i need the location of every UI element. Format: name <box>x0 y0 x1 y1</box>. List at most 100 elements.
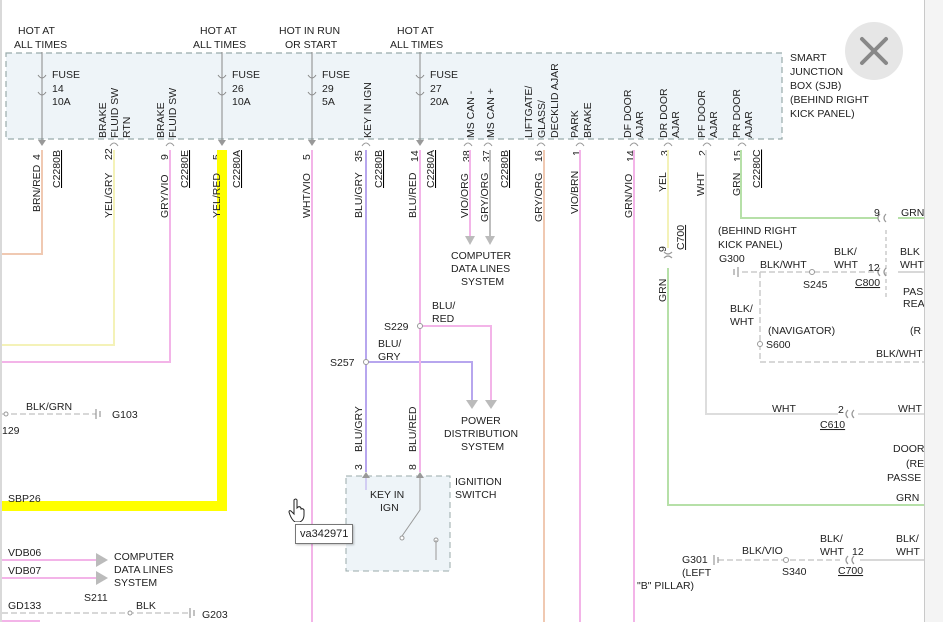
svg-text:FUSE: FUSE <box>232 69 260 81</box>
svg-text:BLU/GRY: BLU/GRY <box>353 406 365 452</box>
svg-text:PF DOOR: PF DOOR <box>696 90 708 138</box>
svg-text:IGN: IGN <box>380 502 399 514</box>
svg-text:GRY/ORG: GRY/ORG <box>479 173 491 222</box>
svg-text:BRAKE: BRAKE <box>97 102 109 138</box>
svg-text:12: 12 <box>868 262 880 274</box>
connector-ids: C2280B C2280E C2280A C2280B C2280A C2280… <box>51 149 763 188</box>
svg-text:37: 37 <box>481 150 493 162</box>
svg-text:C2280B: C2280B <box>51 150 63 188</box>
svg-text:BRAKE: BRAKE <box>582 102 594 138</box>
svg-text:(BEHIND RIGHT: (BEHIND RIGHT <box>718 225 797 237</box>
svg-text:10A: 10A <box>232 96 251 108</box>
svg-text:BOX (SJB): BOX (SJB) <box>790 80 841 92</box>
svg-text:5: 5 <box>301 154 313 160</box>
svg-text:YEL/GRY: YEL/GRY <box>103 173 115 218</box>
viewer-left-edge <box>0 0 2 622</box>
svg-text:AJAR: AJAR <box>670 111 682 138</box>
svg-text:3: 3 <box>353 464 365 470</box>
svg-text:WHT: WHT <box>730 316 754 328</box>
svg-text:C2280A: C2280A <box>425 150 437 188</box>
svg-text:S229: S229 <box>384 321 409 333</box>
svg-text:C2280E: C2280E <box>179 150 191 188</box>
svg-text:WHT/VIO: WHT/VIO <box>301 173 313 218</box>
svg-text:GRY/VIO: GRY/VIO <box>159 174 171 218</box>
svg-text:5A: 5A <box>322 96 335 108</box>
svg-text:BLU/: BLU/ <box>432 300 455 312</box>
svg-text:YEL/RED: YEL/RED <box>211 173 223 218</box>
svg-text:AJAR: AJAR <box>743 111 755 138</box>
svg-text:VIO/BRN: VIO/BRN <box>569 171 581 214</box>
svg-text:38: 38 <box>461 150 473 162</box>
svg-text:BLU/RED: BLU/RED <box>407 406 419 452</box>
svg-text:20A: 20A <box>430 96 449 108</box>
ground-symbols <box>95 267 739 618</box>
svg-text:G103: G103 <box>112 409 138 421</box>
svg-text:WHT: WHT <box>900 259 924 271</box>
svg-text:C2280C: C2280C <box>751 149 763 188</box>
close-button[interactable] <box>845 22 903 80</box>
svg-text:SYSTEM: SYSTEM <box>461 276 504 288</box>
hot-label: HOT AT <box>397 25 435 37</box>
svg-text:KEY IN IGN: KEY IN IGN <box>362 82 374 138</box>
svg-text:BLU/RED: BLU/RED <box>407 172 419 218</box>
svg-text:S245: S245 <box>803 279 828 291</box>
svg-text:WHT: WHT <box>898 403 922 415</box>
svg-text:LIFTGATE/: LIFTGATE/ <box>523 86 535 138</box>
svg-text:2: 2 <box>838 404 844 416</box>
svg-text:3: 3 <box>659 150 671 156</box>
svg-text:BLK: BLK <box>900 246 920 258</box>
svg-text:G203: G203 <box>202 609 228 621</box>
svg-text:9: 9 <box>657 246 669 252</box>
inline-connectors <box>663 213 887 565</box>
svg-text:29: 29 <box>322 83 334 95</box>
hot-label: HOT AT <box>18 25 56 37</box>
smart-junction-box <box>5 52 783 140</box>
svg-text:35: 35 <box>353 150 365 162</box>
svg-text:SBP26: SBP26 <box>8 493 41 505</box>
svg-text:FUSE: FUSE <box>322 69 350 81</box>
hot-label: HOT AT <box>200 25 238 37</box>
terminal-cups <box>109 142 747 147</box>
svg-text:BLU/: BLU/ <box>378 338 401 350</box>
svg-text:IGNITION: IGNITION <box>455 476 502 488</box>
svg-text:(BEHIND RIGHT: (BEHIND RIGHT <box>790 94 869 106</box>
svg-text:27: 27 <box>430 83 442 95</box>
svg-text:4: 4 <box>31 154 43 160</box>
svg-text:BLK/: BLK/ <box>820 533 843 545</box>
svg-text:GRN: GRN <box>901 207 924 219</box>
svg-text:PAS: PAS <box>903 286 923 298</box>
hot-label: ALL TIMES <box>390 39 443 51</box>
svg-text:16: 16 <box>533 150 545 162</box>
svg-text:FLUID SW: FLUID SW <box>109 88 121 138</box>
run-label: HOT IN RUN <box>279 25 340 37</box>
svg-text:SWITCH: SWITCH <box>455 489 496 501</box>
svg-text:MS CAN +: MS CAN + <box>485 88 497 138</box>
svg-text:1: 1 <box>571 150 583 156</box>
svg-text:9: 9 <box>159 154 171 160</box>
pin-numbers: 4 22 9 5 5 35 14 38 37 16 1 14 3 2 15 <box>31 148 744 162</box>
svg-text:GRN: GRN <box>731 173 743 196</box>
svg-text:RED: RED <box>432 313 455 325</box>
svg-text:YEL: YEL <box>657 172 669 192</box>
svg-text:BLK/GRN: BLK/GRN <box>26 401 72 413</box>
svg-text:FUSE: FUSE <box>52 69 80 81</box>
svg-text:C2280A: C2280A <box>231 150 243 188</box>
svg-text:GRN: GRN <box>896 492 919 504</box>
svg-text:WHT: WHT <box>834 259 858 271</box>
svg-text:S600: S600 <box>766 339 791 351</box>
svg-text:VDB07: VDB07 <box>8 565 41 577</box>
diagram-labels: COMPUTER DATA LINES SYSTEM BLU/ RED S229… <box>2 207 924 621</box>
svg-text:(RE: (RE <box>906 458 924 470</box>
close-icon <box>860 37 888 65</box>
svg-text:"B" PILLAR): "B" PILLAR) <box>637 580 694 592</box>
svg-text:DATA LINES: DATA LINES <box>451 263 510 275</box>
svg-text:BRAKE: BRAKE <box>155 102 167 138</box>
svg-text:VDB06: VDB06 <box>8 547 41 559</box>
svg-text:MS CAN -: MS CAN - <box>465 90 477 138</box>
svg-text:8: 8 <box>407 464 419 470</box>
wire-color-labels: BRN/RED YEL/GRY GRY/VIO YEL/RED WHT/VIO … <box>31 164 743 222</box>
sjb-circuit-labels: BRAKE FLUID SW RTN BRAKE FLUID SW KEY IN… <box>97 63 755 138</box>
svg-text:SMART: SMART <box>790 52 827 64</box>
svg-text:DR DOOR: DR DOOR <box>658 88 670 138</box>
svg-text:POWER: POWER <box>461 415 501 427</box>
